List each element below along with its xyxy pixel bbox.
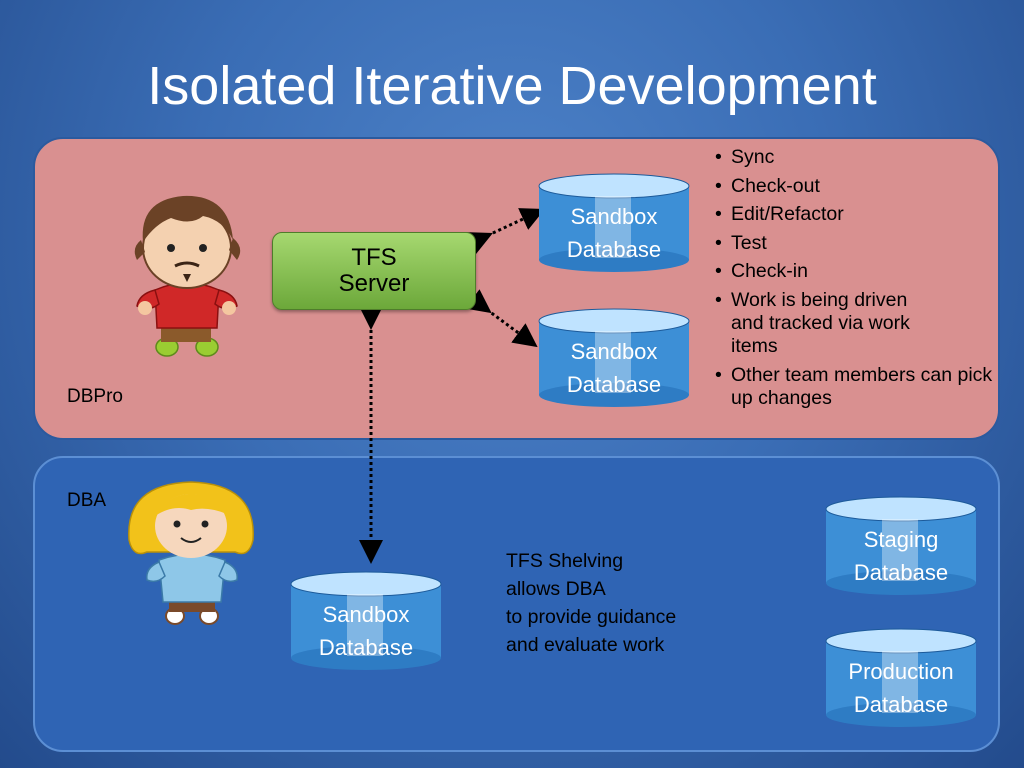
tfs-server-line2: Server <box>338 270 410 297</box>
bullet-item: Test <box>715 232 1005 255</box>
database-cylinder-icon <box>538 308 690 407</box>
developer-avatar-icon <box>134 195 241 357</box>
arrow-tfs-to-sandbox-top <box>466 208 545 254</box>
dba-label: DBA <box>67 490 107 511</box>
tfs-server-line1: TFS <box>351 243 397 271</box>
sandbox-database-middle[interactable]: Sandbox Database <box>535 307 693 407</box>
bullet-item: Check-in <box>715 260 1005 283</box>
db-label-line1: Production <box>848 659 954 684</box>
db-label-line1: Staging <box>863 527 939 552</box>
note-line: and evaluate work <box>506 634 665 656</box>
bullet-item: Check-out <box>715 175 1005 198</box>
workflow-bullet-list: Sync Check-out Edit/Refactor Test Check-… <box>715 146 1005 415</box>
bullet-item: Sync <box>715 146 1005 169</box>
sandbox-database-bottom[interactable]: Sandbox Database <box>287 570 445 670</box>
database-cylinder-icon <box>538 173 690 272</box>
database-cylinder-icon <box>825 628 977 727</box>
db-label-line1: Sandbox <box>570 339 658 364</box>
dba-avatar-icon <box>128 481 254 625</box>
db-label-line2: Database <box>566 372 662 397</box>
db-label-line2: Database <box>853 692 949 717</box>
bullet-item: Edit/Refactor <box>715 203 1005 226</box>
db-label-line1: Sandbox <box>322 602 410 627</box>
tfs-server-node[interactable]: TFS Server <box>272 232 476 310</box>
database-cylinder-icon <box>825 496 977 595</box>
production-database[interactable]: Production Database <box>822 627 980 727</box>
slide-title: Isolated Iterative Development <box>147 56 877 116</box>
shelving-note: TFS Shelving allows DBA to provide guida… <box>506 547 676 659</box>
note-line: allows DBA <box>506 578 606 600</box>
sandbox-database-top[interactable]: Sandbox Database <box>535 172 693 272</box>
db-label-line1: Sandbox <box>570 204 658 229</box>
db-label-line2: Database <box>853 560 949 585</box>
database-cylinder-icon <box>290 571 442 670</box>
note-line: to provide guidance <box>506 606 677 628</box>
bullet-item: Other team members can pick up changes <box>715 364 1001 410</box>
db-label-line2: Database <box>566 237 662 262</box>
db-label-line2: Database <box>318 635 414 660</box>
bullet-item: Work is being driven and tracked via wor… <box>715 289 941 358</box>
dbpro-label: DBPro <box>67 386 123 407</box>
note-line: TFS Shelving <box>506 550 624 572</box>
arrow-tfs-to-sandbox-middle <box>465 289 538 348</box>
staging-database[interactable]: Staging Database <box>822 495 980 595</box>
